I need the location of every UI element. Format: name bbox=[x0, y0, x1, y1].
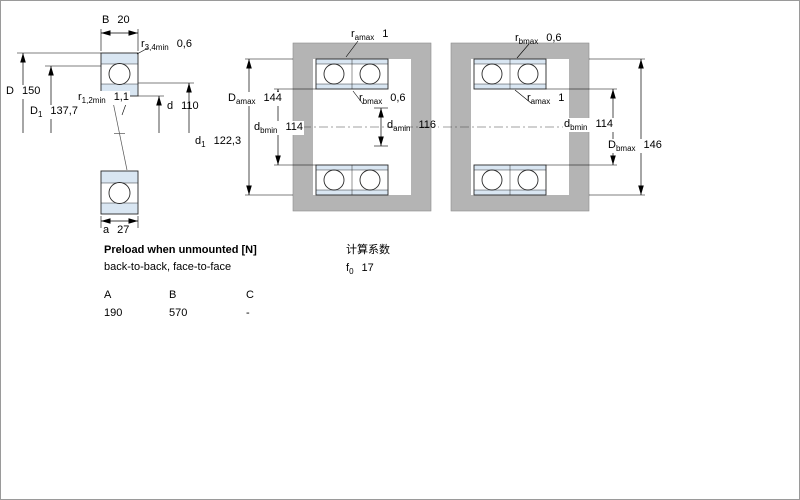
preload-value-b: 570 bbox=[169, 307, 188, 319]
bearing-cross-section-figure bbox=[17, 29, 194, 228]
preload-title: Preload when unmounted [N] bbox=[104, 244, 257, 256]
face-to-face-arrangement-figure bbox=[443, 42, 645, 212]
back-to-back-arrangement-figure bbox=[245, 40, 439, 212]
preload-table: A B C 190 570 - bbox=[104, 289, 296, 319]
preload-col-header-b: B bbox=[169, 289, 177, 301]
preload-value-a: 190 bbox=[104, 307, 123, 319]
preload-subtitle: back-to-back, face-to-face bbox=[104, 261, 232, 273]
preload-value-c: - bbox=[246, 307, 250, 319]
preload-col-header-a: A bbox=[104, 289, 112, 301]
preload-col-header-c: C bbox=[246, 289, 254, 301]
calculation-factors-title: 计算系数 bbox=[346, 244, 390, 256]
